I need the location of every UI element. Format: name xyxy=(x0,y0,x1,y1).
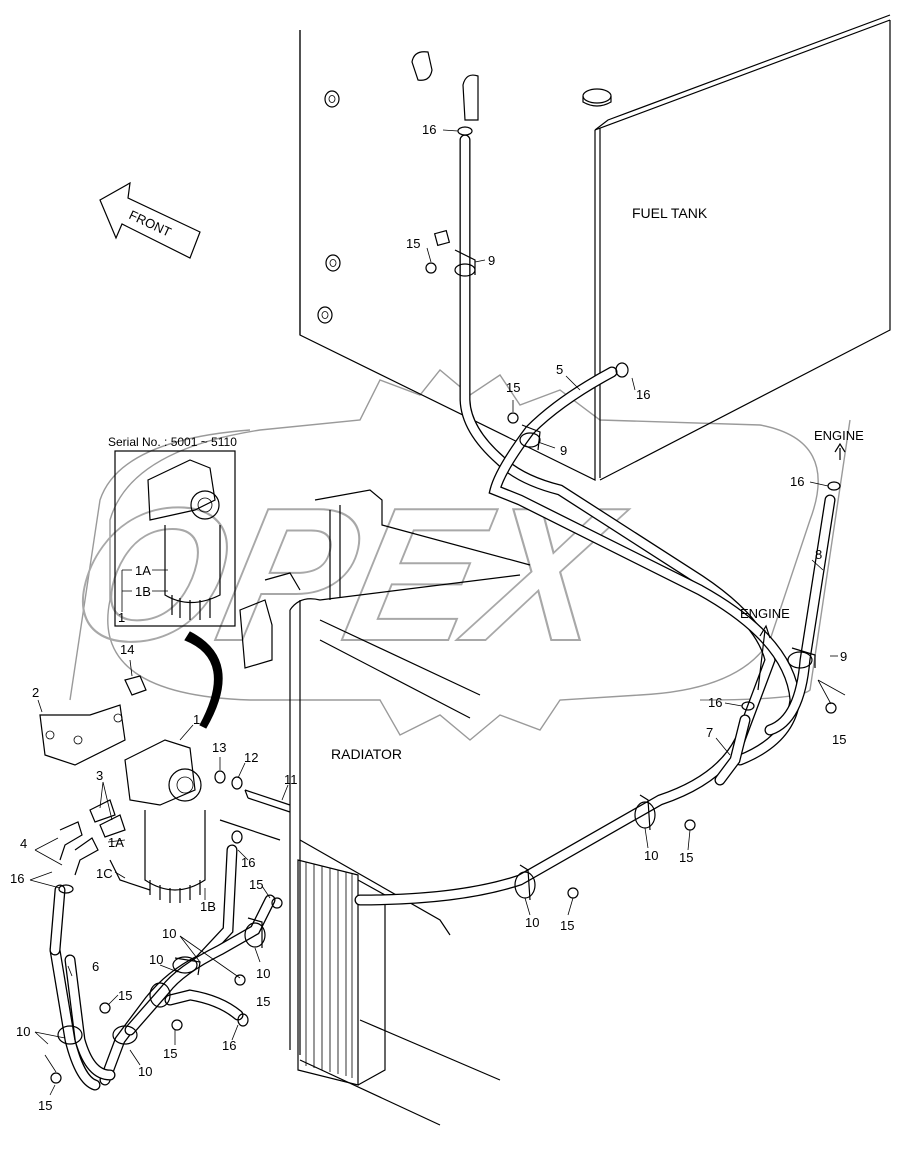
hex-bolt xyxy=(171,1019,183,1031)
pipe-clamp xyxy=(787,647,816,669)
inset-callout-1a: 1A xyxy=(135,563,151,578)
callout-13: 13 xyxy=(212,740,226,755)
pipe-clamp xyxy=(244,917,266,948)
bracket-bolt xyxy=(124,675,147,696)
engine-arrow-top xyxy=(834,442,846,460)
engine-arrow-mid xyxy=(757,624,771,691)
hex-bolt xyxy=(234,974,246,986)
front-direction-arrow: FRONT xyxy=(99,181,201,259)
radiator: RADIATOR xyxy=(219,489,531,1126)
fuel-tank: FUEL TANK xyxy=(299,14,891,481)
hose-clip xyxy=(457,126,473,136)
inset-callout-1b: 1B xyxy=(135,584,151,599)
callout-15-f: 15 xyxy=(38,1098,52,1113)
callout-10-a: 10 xyxy=(644,848,658,863)
hex-bolt xyxy=(567,887,579,899)
hex-bolt xyxy=(684,819,696,831)
callout-15-e: 15 xyxy=(163,1046,177,1061)
pipe-clamp xyxy=(112,1025,138,1045)
mounting-bracket xyxy=(39,704,126,766)
callout-14: 14 xyxy=(120,642,134,657)
hex-bolt xyxy=(825,702,837,714)
callout-1c: 1C xyxy=(96,866,113,881)
callout-16-filter: 16 xyxy=(241,855,255,870)
spring-washer xyxy=(231,776,243,790)
front-label: FRONT xyxy=(127,207,174,240)
callout-10-left: 10 xyxy=(16,1024,30,1039)
watermark-logo: OPEX xyxy=(54,369,851,741)
callout-5: 5 xyxy=(556,362,563,377)
inset-callout-1: 1 xyxy=(118,610,125,625)
tank-bolt xyxy=(317,306,333,324)
tank-bolt xyxy=(325,254,341,272)
serial-inset: Serial No. : 5001 ~ 5110 xyxy=(108,435,237,627)
callout-15-right: 15 xyxy=(832,732,846,747)
fuel-filter-assembly xyxy=(109,739,206,903)
callout-16-mid: 16 xyxy=(636,387,650,402)
callout-10-radiator: 10 xyxy=(256,966,270,981)
callout-10-b: 10 xyxy=(525,915,539,930)
callout-15-c: 15 xyxy=(256,994,270,1009)
callout-1: 1 xyxy=(193,712,200,727)
callout-10-d: 10 xyxy=(149,952,163,967)
callout-9-right: 9 xyxy=(840,649,847,664)
callout-12: 12 xyxy=(244,750,258,765)
callout-16-engine: 16 xyxy=(790,474,804,489)
serial-number-label: Serial No. : 5001 ~ 5110 xyxy=(108,435,237,449)
washer xyxy=(214,770,226,784)
callout-9-tank: 9 xyxy=(488,253,495,268)
hex-bolt xyxy=(425,262,437,274)
callout-15-d: 15 xyxy=(118,988,132,1003)
fuel-tank-label: FUEL TANK xyxy=(632,205,708,221)
callout-16-left: 16 xyxy=(10,871,24,886)
hex-bolt xyxy=(99,1002,111,1014)
callout-15-a: 15 xyxy=(679,850,693,865)
pipe-clamp xyxy=(149,982,171,1008)
callout-10-c: 10 xyxy=(162,926,176,941)
pipe-clamp xyxy=(519,424,541,451)
callout-8: 8 xyxy=(815,547,822,562)
hose-clip xyxy=(827,481,841,491)
hex-bolt xyxy=(271,897,283,909)
callout-15-mid: 15 xyxy=(506,380,520,395)
callout-16-tank: 16 xyxy=(422,122,436,137)
leader-lines xyxy=(29,129,846,1096)
hose-clip xyxy=(237,1013,249,1027)
pipe-clamp xyxy=(57,1025,83,1045)
callout-1a: 1A xyxy=(108,835,124,850)
radiator-label: RADIATOR xyxy=(331,746,402,762)
fuel-line-main xyxy=(354,134,836,906)
hose-clip xyxy=(231,830,243,844)
hose-clip xyxy=(58,884,74,894)
tank-bolt xyxy=(324,90,340,108)
inset-fuel-filter xyxy=(147,459,221,620)
hose-clip xyxy=(615,362,629,378)
watermark-text: OPEX xyxy=(55,468,638,681)
callout-11: 11 xyxy=(284,772,298,787)
engine-label-mid: ENGINE xyxy=(740,606,790,621)
serial-callout-arrow xyxy=(184,631,223,729)
callout-3: 3 xyxy=(96,768,103,783)
callout-15-tank: 15 xyxy=(406,236,420,251)
pipe-clamp xyxy=(454,249,476,277)
callout-4: 4 xyxy=(20,836,27,851)
callout-6: 6 xyxy=(92,959,99,974)
mounting-bolt xyxy=(244,789,291,813)
callout-2: 2 xyxy=(32,685,39,700)
callout-16-bottom: 16 xyxy=(222,1038,236,1053)
engine-label-top: ENGINE xyxy=(814,428,864,443)
callout-15-b: 15 xyxy=(560,918,574,933)
callout-9-mid: 9 xyxy=(560,443,567,458)
callout-16-engine2: 16 xyxy=(708,695,722,710)
connector-fitting xyxy=(89,799,126,838)
elbow-fitting xyxy=(59,821,99,876)
hex-bolt xyxy=(507,412,519,424)
callout-10-bottom: 10 xyxy=(138,1064,152,1079)
oil-cooler xyxy=(297,859,386,1086)
callout-15-radiator: 15 xyxy=(249,877,263,892)
callout-7: 7 xyxy=(706,725,713,740)
callout-1b: 1B xyxy=(200,899,216,914)
hex-bolt xyxy=(50,1072,62,1084)
